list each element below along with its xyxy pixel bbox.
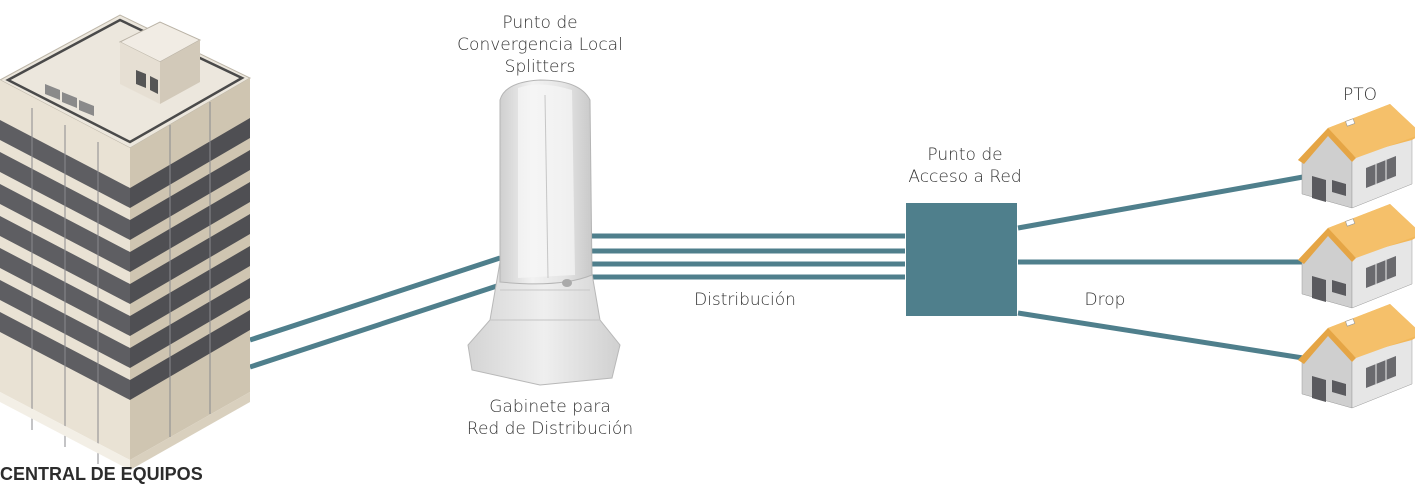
distribution-cables: [585, 233, 905, 280]
building-icon: [0, 14, 252, 470]
house-icon: [1297, 203, 1415, 309]
central-label: CENTRAL DE EQUIPOS: [0, 464, 203, 484]
house-icon: [1297, 103, 1415, 209]
house-icon: [1297, 303, 1415, 409]
pto-label: PTO: [1342, 85, 1378, 105]
cabinet-label: Gabinete para Red de Distribución: [466, 397, 634, 439]
access-point-label: Punto de Acceso a Red: [908, 145, 1022, 187]
access-point-box: [906, 203, 1017, 316]
drop-cables: [1017, 174, 1304, 361]
cabinet-icon: [467, 79, 621, 386]
drop-label: Drop: [1084, 290, 1126, 310]
feeder-cables: [249, 255, 501, 370]
convergence-label: Punto de Convergencia Local Splitters: [457, 13, 623, 77]
distribution-label: Distribución: [694, 290, 796, 310]
